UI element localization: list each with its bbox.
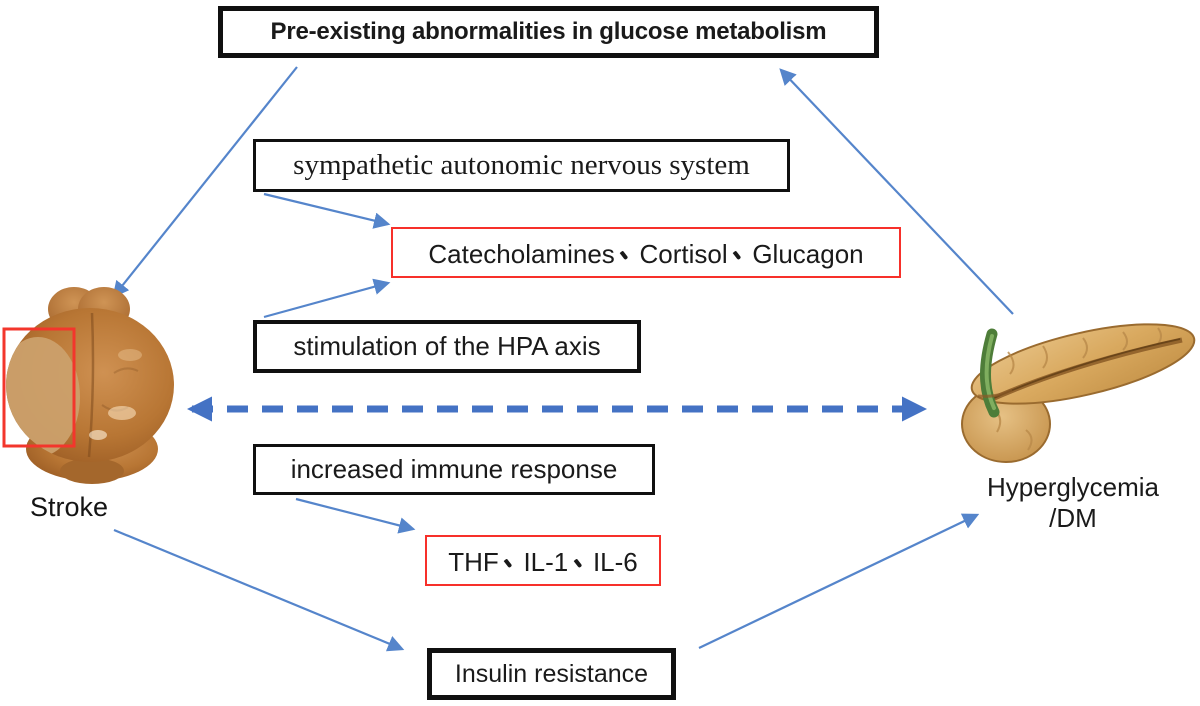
box-hpa-axis-label: stimulation of the HPA axis [293,330,601,361]
hyperglycemia-label-line1: Hyperglycemia [987,472,1159,502]
brain-highlight [118,349,142,361]
box-hormones: Catecholamines Cortisol Glucagon [391,227,901,278]
box-hormones-label: Catecholamines Cortisol Glucagon [428,237,863,268]
list-term: Catecholamines [428,238,615,269]
box-immune-response: increased immune response [253,444,655,495]
list-term: Cortisol [639,238,728,269]
list-term: THF [448,546,499,577]
box-sympathetic-nervous-system: sympathetic autonomic nervous system [253,139,790,192]
box-preexisting-abnormalities: Pre-existing abnormalities in glucose me… [218,6,879,58]
brain-highlight [89,430,107,440]
arrow-immune-to-cytokines [295,497,416,534]
box-insulin-resistance-label: Insulin resistance [454,659,649,688]
arrow-insulin-to-hyperglycemia [698,513,980,649]
brain-image [2,287,174,484]
brain-midline [87,312,95,458]
box-sympathetic-nervous-system-label: sympathetic autonomic nervous system [293,149,750,182]
arrow-stroke-to-insulin [113,528,405,652]
list-term: Glucagon [752,238,864,269]
pancreas-texture [992,327,1162,451]
box-cytokines-label: THF IL-1 IL-6 [448,545,638,576]
ideographic-comma [568,545,593,571]
bile-duct-highlight [984,334,996,410]
hyperglycemia-label-line2: /DM [1049,503,1097,533]
box-preexisting-abnormalities-label: Pre-existing abnormalities in glucose me… [270,18,827,46]
ideographic-comma [499,545,524,571]
box-immune-response-label: increased immune response [290,453,618,484]
box-insulin-resistance: Insulin resistance [427,648,676,700]
brain-brainstem [60,458,124,484]
brain-highlight [108,406,136,420]
ideographic-comma [728,237,753,263]
pancreas-duct-line [993,338,1181,399]
pancreas-image [961,323,1196,463]
list-term: IL-1 [523,546,569,577]
arrow-hyperglycemia-to-preexisting [779,68,1014,315]
stroke-label: Stroke [30,492,109,522]
infarct-outline-rect [2,327,76,448]
box-cytokines: THF IL-1 IL-6 [425,535,661,586]
list-term: IL-6 [592,546,638,577]
arrow-sympathetic-to-hormones [263,192,391,229]
pancreas-vessel [977,388,1013,398]
arrow-preexisting-to-stroke [112,66,298,298]
arrow-hpa-to-hormones [263,278,391,319]
ideographic-comma [615,237,640,263]
hyperglycemia-label: Hyperglycemia /DM [950,472,1196,534]
box-hpa-axis: stimulation of the HPA axis [253,320,641,373]
